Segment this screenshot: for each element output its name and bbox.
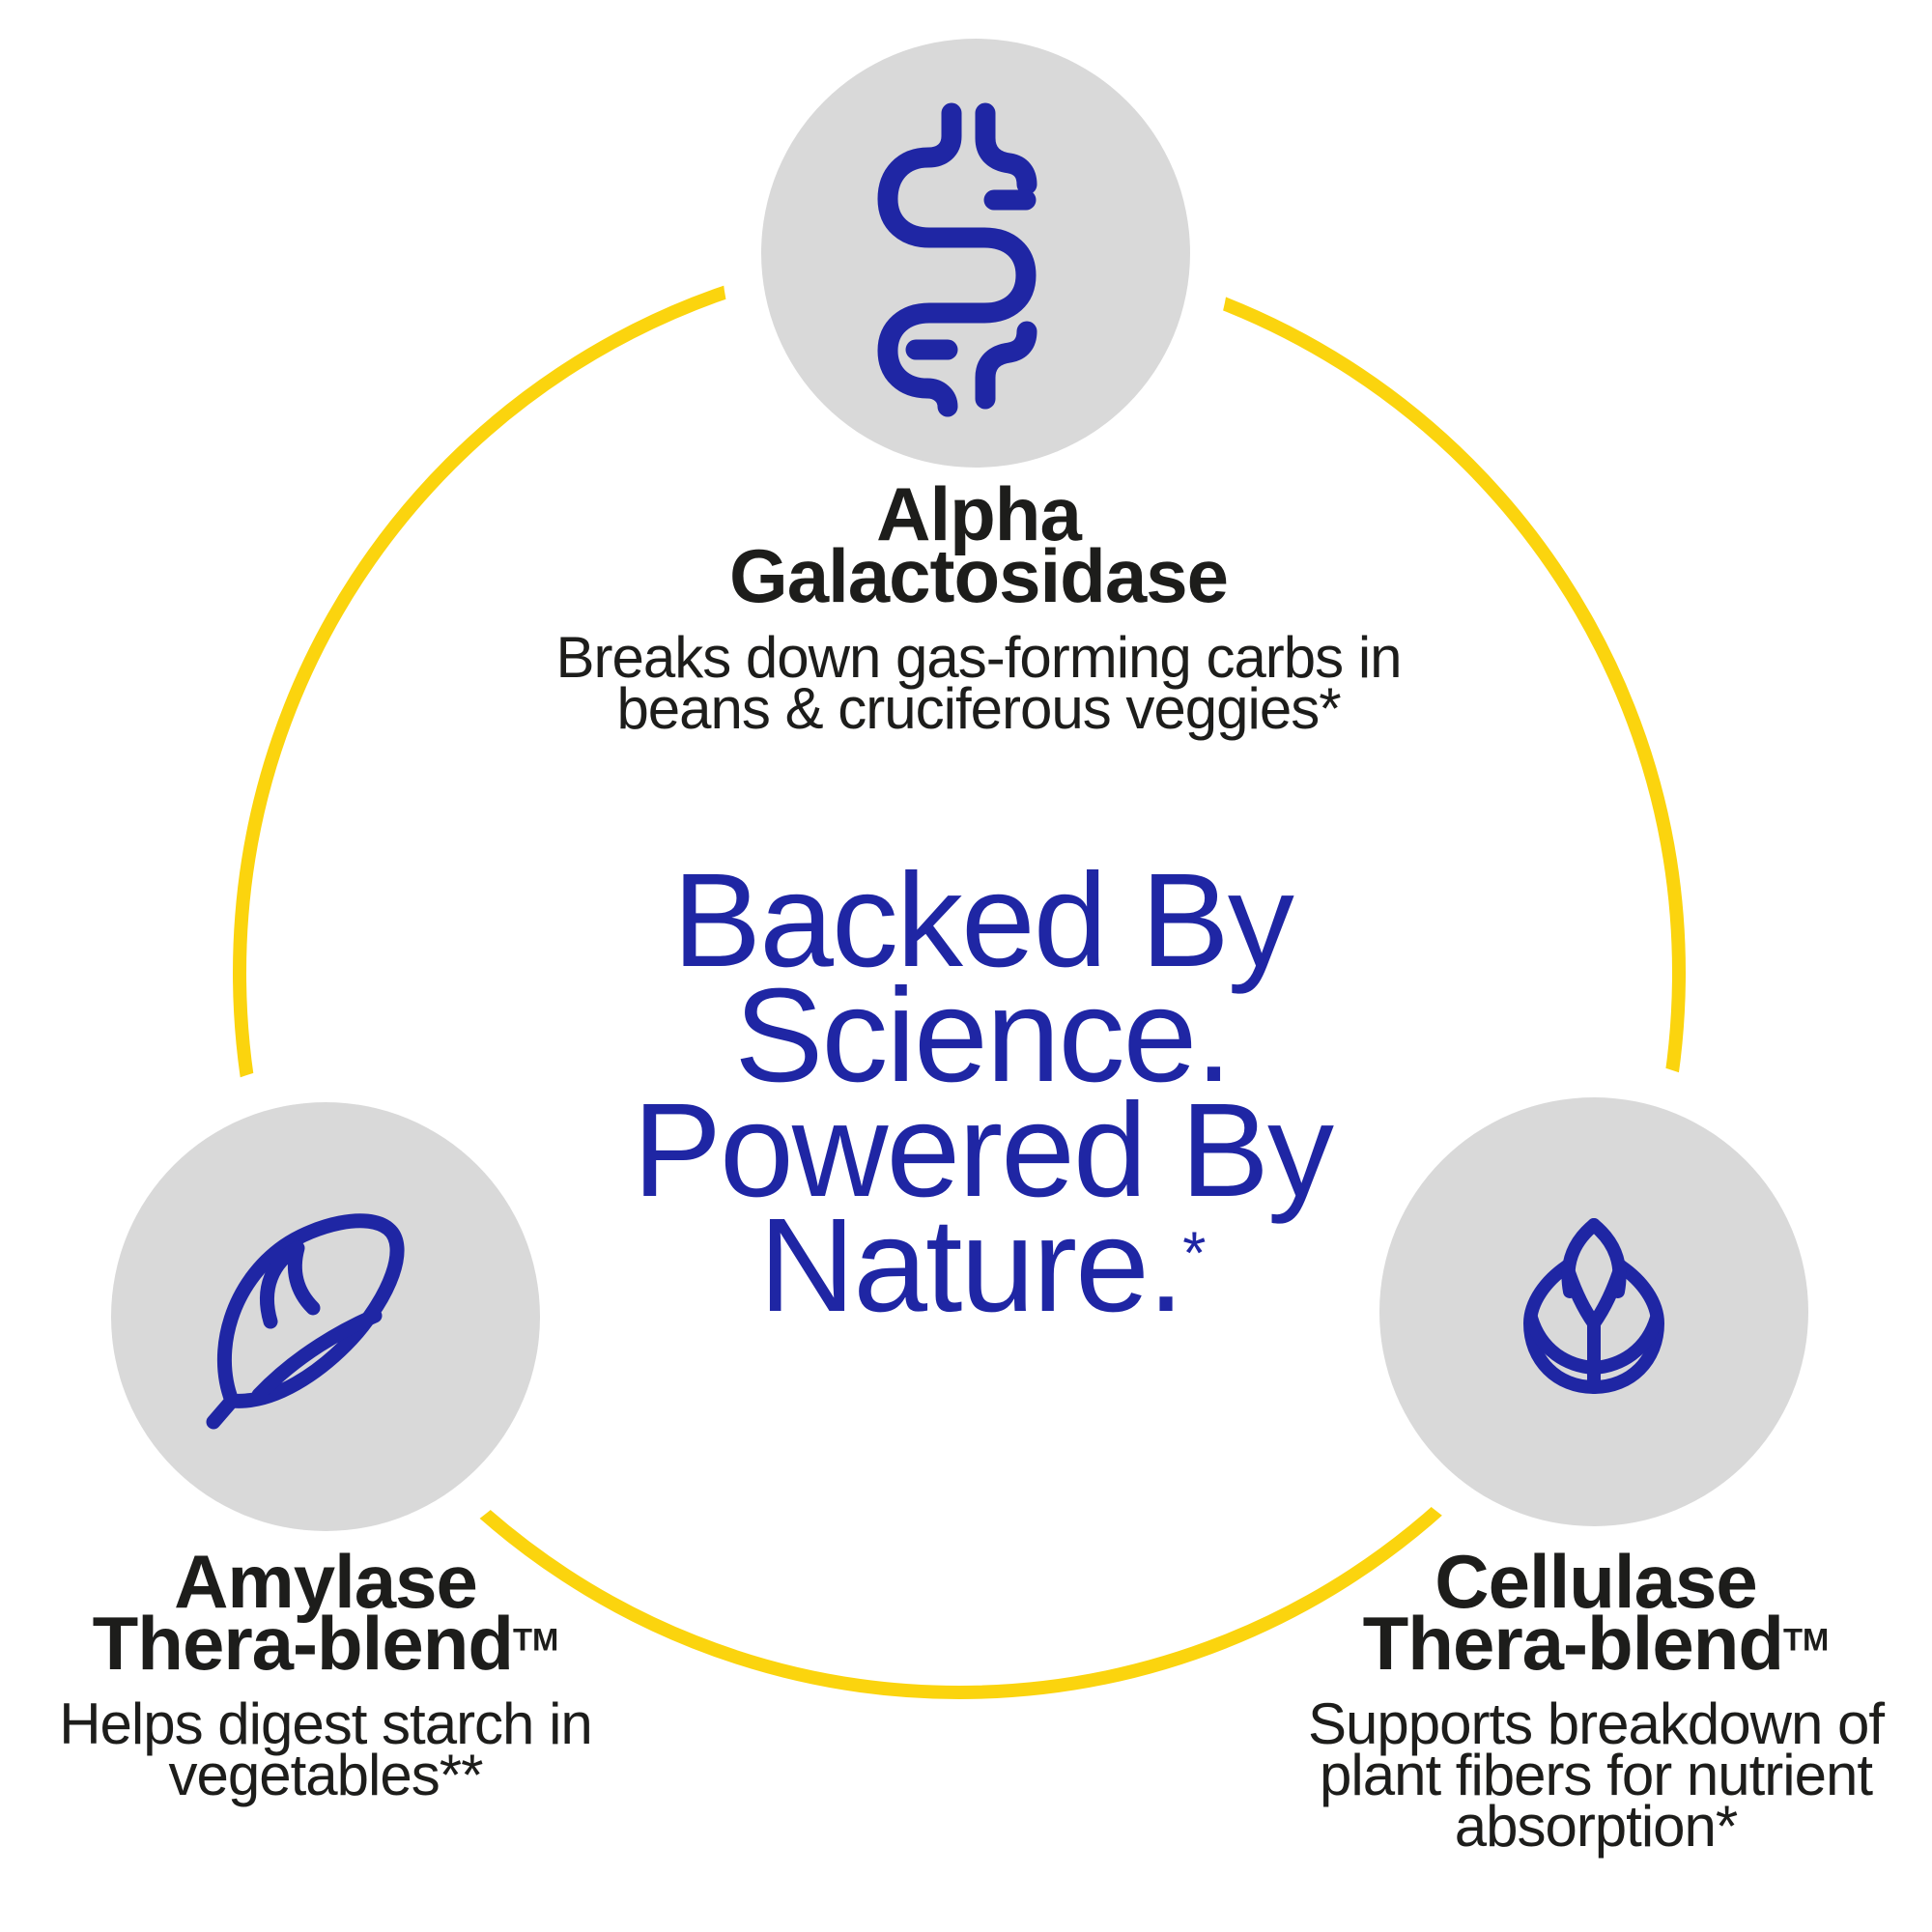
right-node-description: Supports breakdown of plant fibers for n…	[1307, 1691, 1885, 1859]
right-node-title: Cellulase Thera-blendTM	[1362, 1539, 1830, 1686]
node-left-graphic	[71, 1063, 580, 1571]
headline-line: Powered By	[632, 1076, 1334, 1225]
top-node-description: Breaks down gas-forming carbs in beans &…	[555, 625, 1402, 741]
trademark-superscript: TM	[1783, 1621, 1830, 1658]
top-node-circle	[761, 39, 1190, 468]
node-right-graphic	[1340, 1058, 1848, 1566]
corn-icon	[206, 1213, 405, 1430]
top-node-title: Alpha Galactosidase	[729, 471, 1229, 618]
left-node-description: Helps digest starch in vegetables**	[59, 1691, 593, 1807]
trademark-superscript: TM	[513, 1621, 559, 1658]
left-node-title: Amylase Thera-blendTM	[92, 1539, 559, 1686]
node-top-graphic	[722, 0, 1230, 507]
plant-icon	[1523, 1218, 1664, 1394]
center-headline: Backed By Science. Powered By Nature.*	[451, 846, 1514, 1340]
headline-line: Backed By	[672, 846, 1294, 995]
headline-line: Nature.*	[758, 1191, 1207, 1340]
headline-asterisk: *	[1182, 1220, 1207, 1288]
headline-line: Science.	[734, 961, 1232, 1110]
intestine-icon	[877, 102, 1037, 417]
